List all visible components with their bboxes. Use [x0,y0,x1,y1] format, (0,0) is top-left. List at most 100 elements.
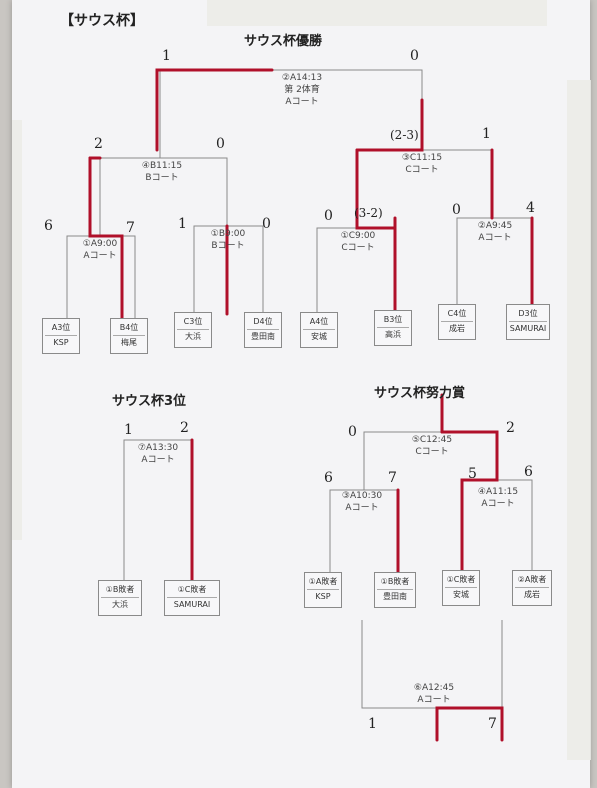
score-semi-right-a: (2-3) [390,128,419,142]
score-effort-final-b: 2 [506,420,515,436]
score-qf4-a: 0 [452,202,461,218]
team-box-effort-2: ①B敗者豊田南 [374,572,416,608]
qf3-time: ①C9:00 [340,231,376,241]
semi-left-label: ④B11:15 Bコート [130,160,194,184]
team-name: KSP [53,338,69,347]
consolation-court: Aコート [417,695,451,705]
effort-sf2-label: ④A11:15 Aコート [468,486,528,510]
qf3-label: ①C9:00 Cコート [330,230,386,254]
score-effort-sf2-b: 6 [524,464,533,480]
score-third-b: 2 [180,420,189,436]
third-place-court: Aコート [141,455,175,465]
team-seed: ①C敗者 [445,573,477,588]
winners-bracket-title: サウス杯優勝 [244,34,323,49]
team-box-b4: B4位梅尾 [110,318,148,354]
team-name: 安城 [453,590,469,599]
qf3-court: Cコート [341,243,375,253]
team-seed: B3位 [377,313,409,328]
score-qf2-a: 1 [178,216,187,232]
qf1-label: ①A9:00 Aコート [72,238,128,262]
team-name: 豊田南 [383,592,407,601]
score-effort-final-a: 0 [348,424,357,440]
semi-right-label: ③C11:15 Cコート [390,152,454,176]
team-box-effort-4: ②A敗者成岩 [512,570,552,606]
final-match-time: ②A14:13 [281,73,323,83]
qf2-court: Bコート [211,241,245,251]
score-qf1-a: 6 [44,218,53,234]
final-match-label: ②A14:13 第 2体育 Aコート [262,72,342,108]
score-third-a: 1 [124,422,133,438]
score-qf2-b: 0 [262,216,271,232]
team-name: SAMURAI [173,600,211,609]
score-effort-sf2-a: 5 [468,466,477,482]
team-name: 梅尾 [121,338,137,347]
team-box-c4: C4位成岩 [438,304,476,340]
qf1-court: Aコート [83,251,117,261]
team-name: 大浜 [185,332,201,341]
team-seed: ①B敗者 [377,575,413,590]
score-consolation-a: 1 [368,716,377,732]
team-box-effort-3: ①C敗者安城 [442,570,480,606]
final-match-court: Aコート [285,97,319,107]
semi-right-court: Cコート [405,165,439,175]
effort-sf1-label: ③A10:30 Aコート [332,490,392,514]
score-final-right: 0 [410,48,419,64]
team-box-c3: C3位大浜 [174,312,212,348]
score-qf3-b: (3-2) [354,206,383,220]
team-box-a3: A3位 KSP [42,318,80,354]
team-seed: A3位 [45,321,77,336]
tape-left [12,120,22,540]
qf1-time: ①A9:00 [82,239,118,249]
score-semi-right-b: 1 [482,126,491,142]
team-seed: ①A敗者 [307,575,339,590]
team-seed: C4位 [441,307,473,322]
qf4-time: ②A9:45 [477,221,513,231]
score-effort-sf1-a: 6 [324,470,333,486]
team-box-d4: D4位豊田南 [244,312,282,348]
bracket-sheet: 【サウス杯】 サウス杯優勝 ②A14:13 第 2体育 Aコート ④B11:15… [12,0,591,788]
team-name: SAMURAI [509,324,547,333]
qf4-court: Aコート [478,233,512,243]
score-qf4-b: 4 [526,200,535,216]
third-place-match-label: ⑦A13:30 Aコート [128,442,188,466]
team-seed: D3位 [509,307,547,322]
team-box-d3: D3位 SAMURAI [506,304,550,340]
effort-sf1-court: Aコート [345,503,379,513]
team-box-a4: A4位安城 [300,312,338,348]
team-seed: ①C敗者 [167,583,217,598]
score-semi-left-a: 2 [94,136,103,152]
team-name: 大浜 [112,600,128,609]
team-box-effort-1: ①A敗者 KSP [304,572,342,608]
team-box-third-1: ①B敗者大浜 [98,580,142,616]
score-qf1-b: 7 [126,220,135,236]
third-place-time: ⑦A13:30 [137,443,179,453]
team-seed: ②A敗者 [515,573,549,588]
team-seed: C3位 [177,315,209,330]
semi-right-time: ③C11:15 [401,153,443,163]
team-name: 安城 [311,332,327,341]
tape-right [567,80,591,760]
team-name: 豊田南 [251,332,275,341]
consolation-label: ⑥A12:45 Aコート [404,682,464,706]
effort-final-time: ⑤C12:45 [411,435,453,445]
team-name: 成岩 [449,324,465,333]
qf2-time: ①B9:00 [210,229,246,239]
final-match-venue: 第 2体育 [284,85,320,95]
team-seed: A4位 [303,315,335,330]
score-consolation-b: 7 [488,716,497,732]
qf4-label: ②A9:45 Aコート [467,220,523,244]
effort-final-label: ⑤C12:45 Cコート [402,434,462,458]
team-seed: B4位 [113,321,145,336]
effort-prize-title: サウス杯努力賞 [374,386,466,401]
team-name: KSP [315,592,331,601]
score-final-left: 1 [162,48,171,64]
team-name: 成岩 [524,590,540,599]
qf2-label: ①B9:00 Bコート [200,228,256,252]
effort-sf2-time: ④A11:15 [477,487,519,497]
score-semi-left-b: 0 [216,136,225,152]
page-title: 【サウス杯】 [60,13,144,29]
consolation-time: ⑥A12:45 [413,683,455,693]
team-box-third-2: ①C敗者 SAMURAI [164,580,220,616]
team-name: 高浜 [385,330,401,339]
effort-sf2-court: Aコート [481,499,515,509]
